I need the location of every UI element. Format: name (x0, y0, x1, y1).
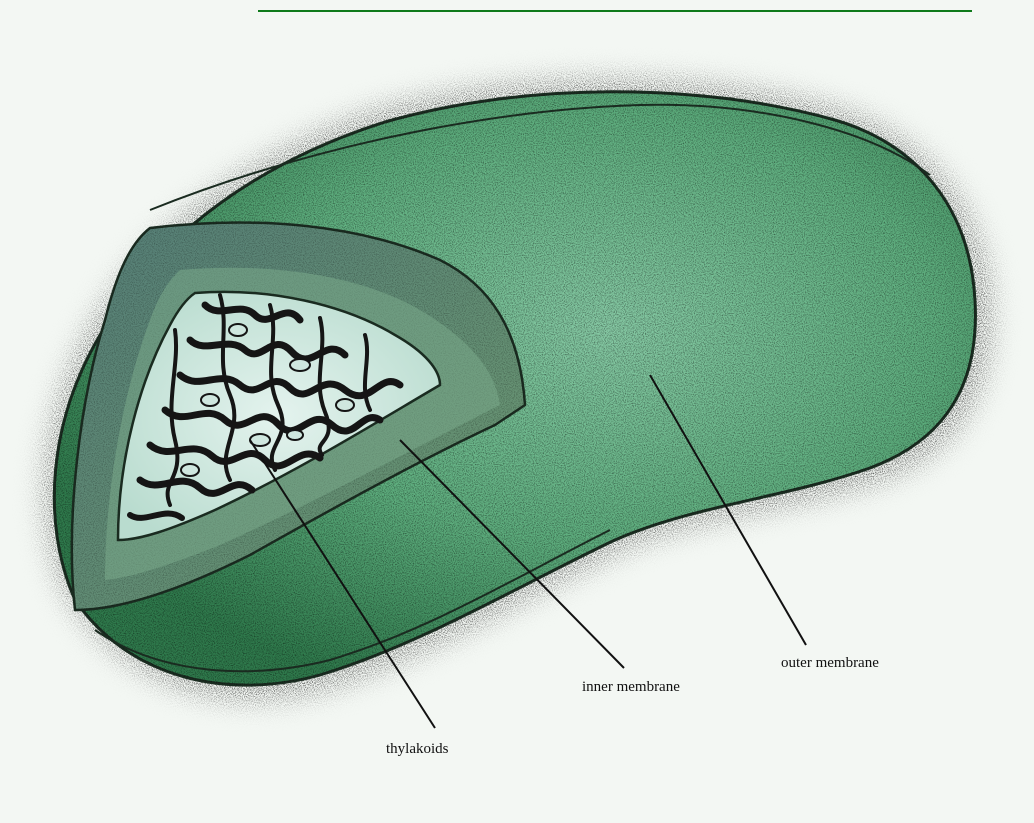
outer-membrane-label: outer membrane (781, 656, 879, 671)
thylakoids-label: thylakoids (386, 742, 449, 757)
inner-membrane-label: inner membrane (582, 680, 680, 695)
